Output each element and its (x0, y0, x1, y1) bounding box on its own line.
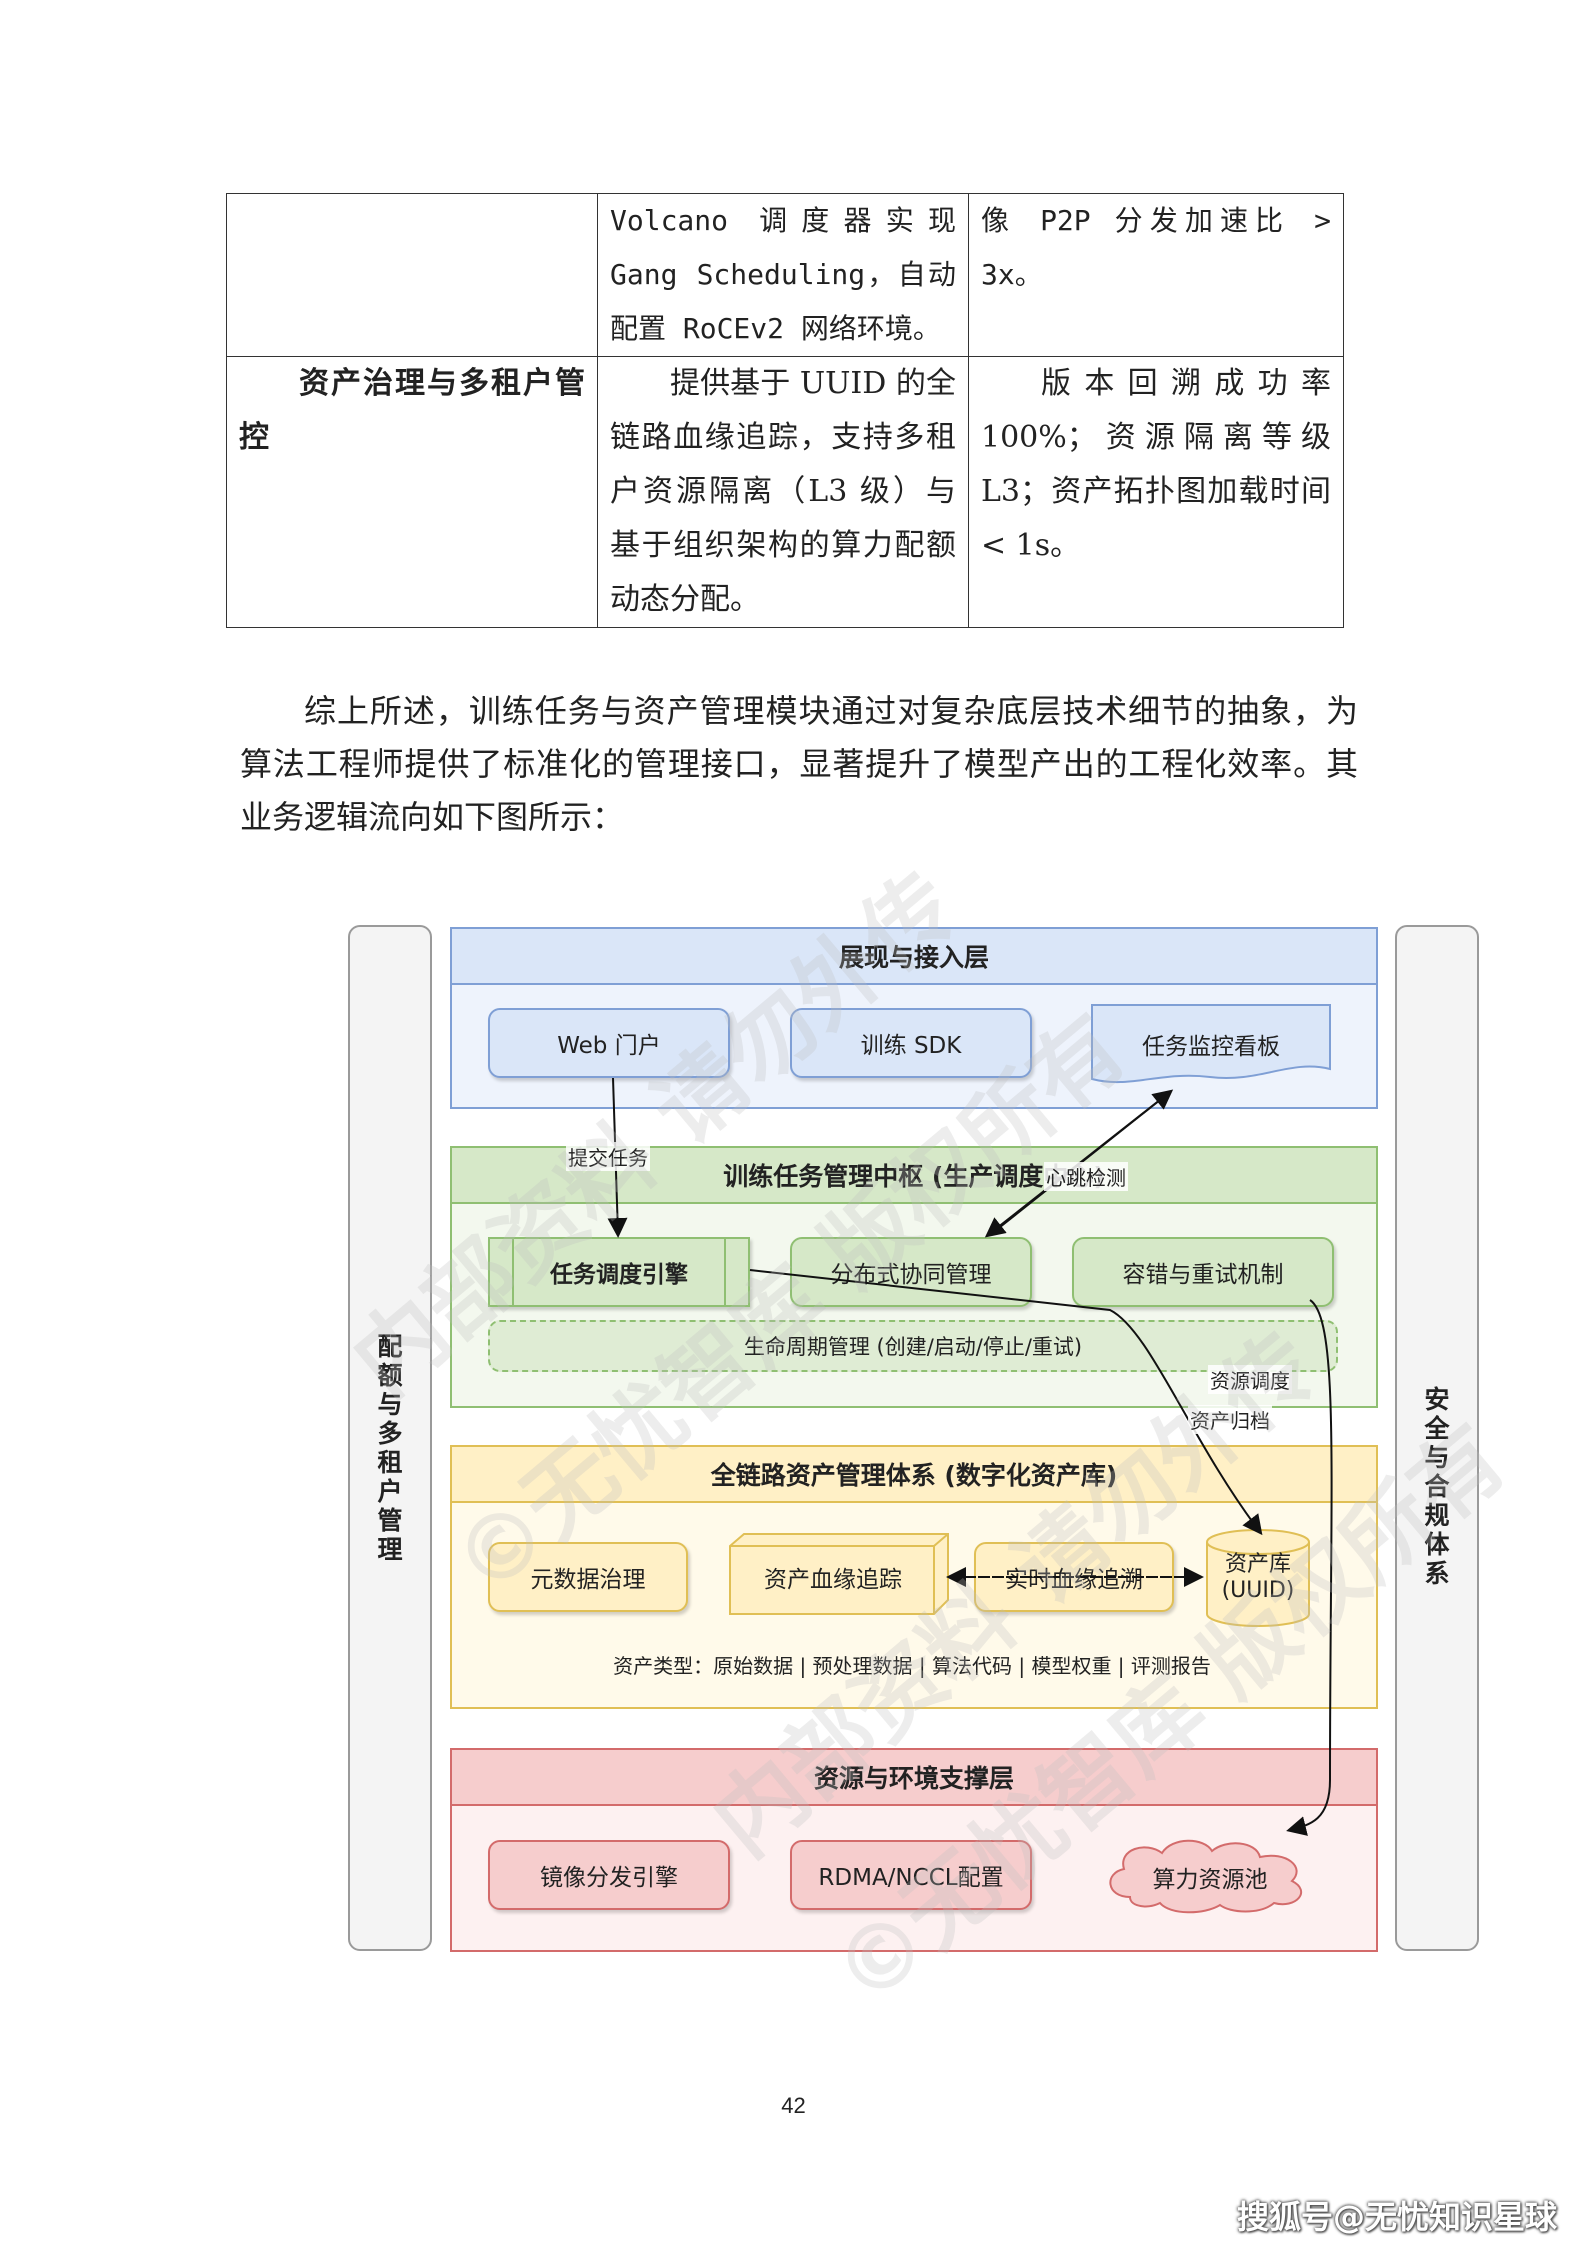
side-bar-vertical-text: 配额与多租户管理 (350, 1332, 430, 1564)
task-scheduler-label: 任务调度引擎 (550, 1262, 688, 1288)
side-bar-char: 合 (1424, 1472, 1450, 1501)
asset-repository-box (1206, 1529, 1310, 1627)
side-bar-label: 配额与多租户管理 (350, 1332, 430, 1564)
table-cell: 提供基于 UUID 的全链路血缘追踪，支持多租户资源隔离（L3 级）与基于组织架… (597, 356, 969, 628)
side-bar-char: 规 (1424, 1501, 1450, 1530)
scheduler-inner-line (512, 1237, 514, 1307)
image-distribution-box: 镜像分发引擎 (488, 1840, 730, 1910)
flow-arrows (607, 1077, 1333, 1836)
footer-watermark: 搜狐号@无忧知识星球 (1236, 2198, 1557, 2236)
resource-dispatch-label: 资源调度 (1208, 1365, 1292, 1394)
table-cell (226, 193, 598, 357)
side-bar-char: 配 (377, 1332, 403, 1361)
page-number: 42 (781, 2093, 806, 2118)
distributed-coordination-box: 分布式协同管理 (790, 1237, 1032, 1307)
task-scheduler-box: 任务调度引擎 (488, 1237, 750, 1307)
spec-table: Volcano 调度器实现 Gang Scheduling，自动配置 RoCEv… (226, 193, 1344, 628)
monitor-dashboard-label: 任务监控看板 (1142, 1034, 1280, 1060)
side-bar-char: 与 (377, 1390, 403, 1419)
fault-tolerance-box: 容错与重试机制 (1072, 1237, 1334, 1307)
asset-archive-label: 资产归档 (1188, 1405, 1272, 1434)
side-bar-char: 管 (377, 1506, 403, 1535)
right-side-bar: 安全与合规体系 (1395, 925, 1479, 1951)
side-bar-char: 体 (1424, 1530, 1450, 1559)
table-row: Volcano 调度器实现 Gang Scheduling，自动配置 RoCEv… (226, 193, 1344, 357)
submit-task-label: 提交任务 (566, 1142, 650, 1171)
side-bar-vertical-text: 安全与合规体系 (1397, 1385, 1477, 1588)
scheduler-inner-line (724, 1237, 726, 1307)
side-bar-char: 与 (1424, 1443, 1450, 1472)
compute-pool-label: 算力资源池 (1152, 1867, 1268, 1893)
left-side-bar: 配额与多租户管理 (348, 925, 432, 1951)
table-cell: 版本回溯成功率 100%；资源隔离等级 L3；资产拓扑图加载时间 < 1s。 (968, 356, 1344, 628)
heartbeat-label: 心跳检测 (1044, 1162, 1128, 1191)
training-sdk-box: 训练 SDK (790, 1008, 1032, 1078)
asset-lineage-label: 资产血缘追踪 (764, 1567, 902, 1593)
side-bar-char: 全 (1424, 1414, 1450, 1443)
side-bar-char: 多 (377, 1419, 403, 1448)
table-row: 资产治理与多租户管控 提供基于 UUID 的全链路血缘追踪，支持多租户资源隔离（… (226, 356, 1344, 628)
asset-repository-label: 资产库 (UUID) (1205, 1552, 1311, 1604)
table-cell: Volcano 调度器实现 Gang Scheduling，自动配置 RoCEv… (597, 193, 969, 357)
compute-pool-cloud-icon (1109, 1839, 1303, 1914)
table-cell: 像 P2P 分发加速比 > 3x。 (968, 193, 1344, 357)
side-bar-char: 租 (377, 1448, 403, 1477)
rdma-nccl-box: RDMA/NCCL配置 (790, 1840, 1032, 1910)
monitor-dashboard-box (1091, 1004, 1331, 1084)
side-bar-char: 额 (377, 1361, 403, 1390)
lifecycle-management-box: 生命周期管理 (创建/启动/停止/重试) (488, 1320, 1338, 1372)
repo-label-line: 资产库 (1224, 1552, 1291, 1577)
table-cell-feature: 资产治理与多租户管控 (226, 356, 598, 628)
body-paragraph: 综上所述，训练任务与资产管理模块通过对复杂底层技术细节的抽象，为算法工程师提供了… (240, 692, 1358, 836)
asset-types-text: 资产类型：原始数据 | 预处理数据 | 算法代码 | 模型权重 | 评测报告 (613, 1654, 1211, 1678)
repo-label-line: (UUID) (1221, 1578, 1295, 1603)
side-bar-char: 安 (1424, 1385, 1450, 1414)
side-bar-char: 户 (377, 1477, 403, 1506)
side-bar-char: 系 (1424, 1559, 1450, 1588)
side-bar-label: 安全与合规体系 (1397, 1385, 1477, 1588)
asset-lineage-box (729, 1533, 949, 1615)
side-bar-char: 理 (377, 1535, 403, 1564)
layer-title: 资源与环境支撑层 (452, 1750, 1376, 1806)
layer-title: 展现与接入层 (452, 929, 1376, 985)
architecture-diagram: 配额与多租户管理 安全与合规体系 展现与接入层 Web 门户 训练 SDK 任务… (300, 853, 1560, 2026)
web-portal-box: Web 门户 (488, 1008, 730, 1078)
metadata-governance-box: 元数据治理 (488, 1542, 688, 1612)
